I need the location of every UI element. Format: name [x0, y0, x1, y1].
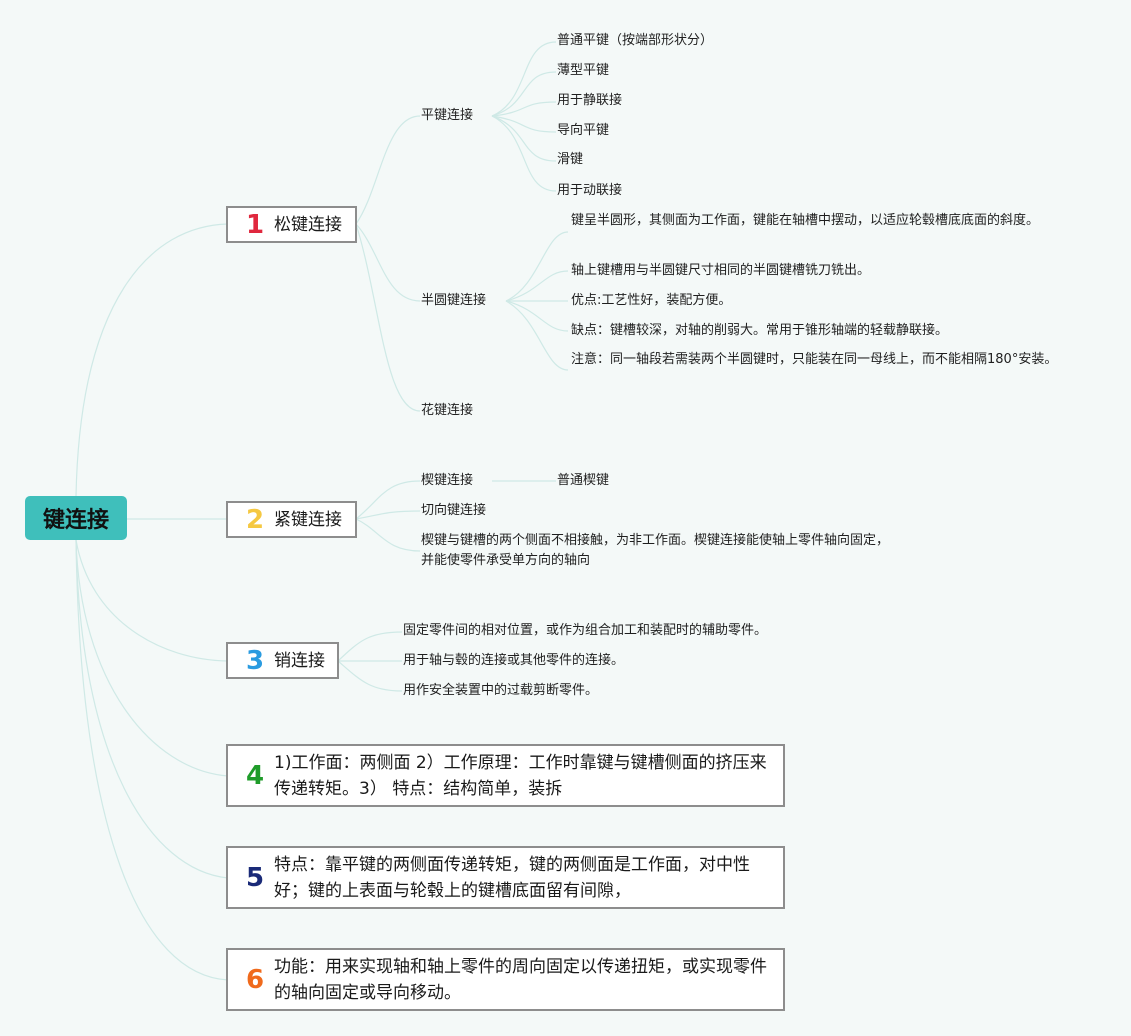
leaf-item[interactable]: 注意：同一轴段若需装两个半圆键时，只能装在同一母线上，而不能相隔180°安装。 — [571, 352, 1058, 367]
leaf-item[interactable]: 用于静联接 — [557, 93, 623, 108]
leaf-item[interactable]: 滑键 — [557, 152, 584, 167]
number-4-icon: 4 — [245, 760, 265, 791]
topic-note-6[interactable]: 6 功能：用来实现轴和轴上零件的周向固定以传递扭矩，或实现零件的轴向固定或导向移… — [226, 948, 785, 1011]
topic-label: 松键连接 — [274, 214, 342, 235]
subtopic-woodruff-key[interactable]: 半圆键连接 — [421, 293, 487, 308]
leaf-item[interactable]: 缺点：键槽较深，对轴的削弱大。常用于锥形轴端的轻载静联接。 — [571, 323, 949, 338]
topic-note-4[interactable]: 4 1)工作面：两侧面 2）工作原理：工作时靠键与键槽侧面的挤压来传递转矩。3）… — [226, 744, 785, 807]
number-1-icon: 1 — [245, 209, 265, 240]
number-2-icon: 2 — [245, 504, 265, 535]
leaf-item[interactable]: 普通平键（按端部形状分） — [557, 33, 714, 48]
leaf-item[interactable]: 薄型平键 — [557, 63, 610, 78]
topic-label: 特点：靠平键的两侧面传递转矩，键的两侧面是工作面，对中性好；键的上表面与轮毂上的… — [274, 854, 750, 901]
leaf-item[interactable]: 用于动联接 — [557, 183, 623, 198]
number-5-icon: 5 — [245, 862, 265, 893]
topic-tight-key[interactable]: 2 紧键连接 — [226, 501, 357, 538]
leaf-item[interactable]: 轴上键槽用与半圆键尺寸相同的半圆键槽铣刀铣出。 — [571, 263, 871, 278]
subtopic-spline[interactable]: 花键连接 — [421, 403, 474, 418]
topic-label: 功能：用来实现轴和轴上零件的周向固定以传递扭矩，或实现零件的轴向固定或导向移动。 — [274, 956, 767, 1003]
leaf-item[interactable]: 优点:工艺性好，装配方便。 — [571, 293, 732, 308]
topic-label: 销连接 — [274, 650, 325, 671]
leaf-item[interactable]: 用作安全装置中的过载剪断零件。 — [403, 683, 599, 698]
topic-pin[interactable]: 3 销连接 — [226, 642, 339, 679]
leaf-item[interactable]: 导向平键 — [557, 123, 610, 138]
topic-label: 紧键连接 — [274, 509, 342, 530]
root-topic[interactable]: 键连接 — [25, 496, 127, 540]
leaf-item[interactable]: 键呈半圆形，其侧面为工作面，键能在轴槽中摆动，以适应轮毂槽底底面的斜度。 — [571, 213, 1040, 228]
number-6-icon: 6 — [245, 964, 265, 995]
leaf-item[interactable]: 普通楔键 — [557, 473, 610, 488]
subtopic-wedge-note[interactable]: 楔键与键槽的两个侧面不相接触，为非工作面。楔键连接能使轴上零件轴向固定，并能使零… — [421, 533, 890, 568]
subtopic-flat-key[interactable]: 平键连接 — [421, 108, 474, 123]
subtopic-tangential-key[interactable]: 切向键连接 — [421, 503, 487, 518]
number-3-icon: 3 — [245, 645, 265, 676]
leaf-item[interactable]: 固定零件间的相对位置，或作为组合加工和装配时的辅助零件。 — [403, 623, 768, 638]
topic-loose-key[interactable]: 1 松键连接 — [226, 206, 357, 243]
topic-note-5[interactable]: 5 特点：靠平键的两侧面传递转矩，键的两侧面是工作面，对中性好；键的上表面与轮毂… — [226, 846, 785, 909]
topic-label: 1)工作面：两侧面 2）工作原理：工作时靠键与键槽侧面的挤压来传递转矩。3） 特… — [274, 752, 767, 799]
subtopic-wedge-key[interactable]: 楔键连接 — [421, 473, 474, 488]
leaf-item[interactable]: 用于轴与毂的连接或其他零件的连接。 — [403, 653, 625, 668]
root-label: 键连接 — [42, 508, 109, 533]
